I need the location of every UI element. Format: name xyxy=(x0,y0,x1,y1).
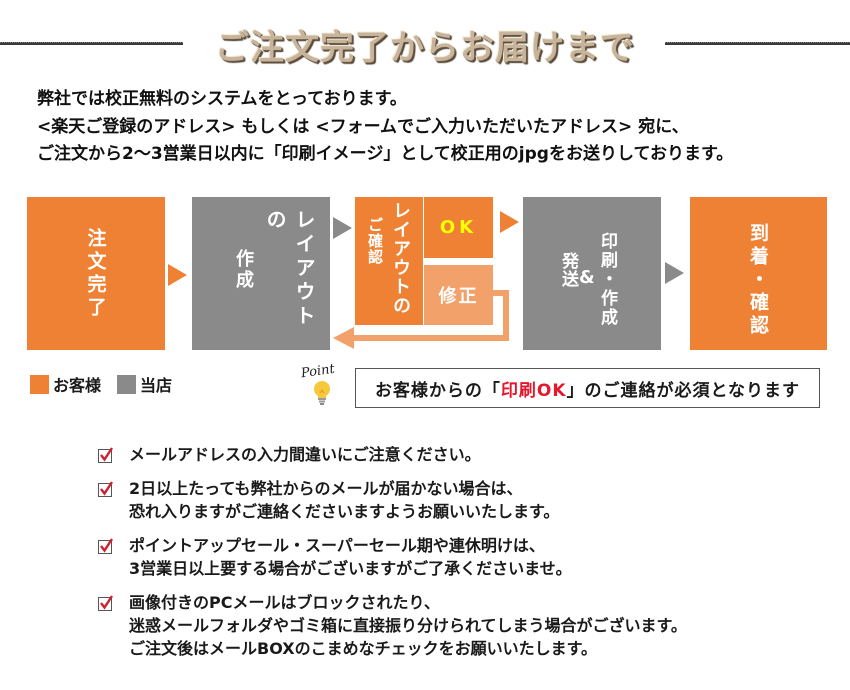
legend-swatch xyxy=(30,374,49,394)
point-badge: Point xyxy=(300,361,336,382)
legend-label: 当店 xyxy=(140,376,173,395)
arrow-right-icon xyxy=(500,211,519,233)
step-label-amp: & xyxy=(579,267,595,288)
legend-item-shop: 当店 xyxy=(117,372,172,396)
callout-text-before: お客様からの「 xyxy=(374,380,501,401)
checkbox-checked-icon xyxy=(98,481,114,497)
legend: お客様 当店 xyxy=(30,372,188,396)
arrow-right-icon xyxy=(665,262,684,284)
return-arrow-icon xyxy=(333,290,509,349)
callout-highlight: 印刷OK xyxy=(500,380,567,401)
checklist-line: 迷惑メールフォルダやゴミ箱に直接振り分けられてしまう場合がございます。 xyxy=(129,616,687,635)
checkbox-checked-icon xyxy=(98,538,114,554)
page-title: ご注文完了からお届けまで xyxy=(215,28,635,68)
checklist-line: ポイントアップセール・スーパーセール期や連休明けは、 xyxy=(129,536,545,555)
branch-revise-label: 修正 xyxy=(438,286,479,307)
step-label-col1: レイアウトの xyxy=(390,201,411,315)
step-order-complete: 注文完了 xyxy=(27,197,165,350)
step-print-ship: 印刷・作成 & 発送 xyxy=(523,197,661,350)
checklist-line: 画像付きのPCメールはブロックされたり、 xyxy=(129,593,440,612)
legend-swatch xyxy=(117,374,137,394)
legend-item-customer: お客様 xyxy=(30,372,101,396)
branch-ok: OK xyxy=(424,197,493,258)
checklist-line: 3営業日以上要する場合がございますがご了承くださいませ。 xyxy=(129,559,572,578)
callout-text-after: 」のご連絡が必須となります xyxy=(566,380,801,401)
checkbox-checked-icon xyxy=(98,447,114,463)
step-arrival: 到着・確認 xyxy=(690,197,827,350)
checklist-line: 2日以上たっても弊社からのメールが届かない場合は、 xyxy=(129,479,523,498)
step-layout-confirm: レイアウトの ご確認 xyxy=(355,197,423,325)
step-layout-creation: レイアウトの 作成 xyxy=(192,197,330,350)
point-callout: お客様からの「印刷OK」のご連絡が必須となります xyxy=(355,368,820,408)
title-divider-left xyxy=(0,42,183,45)
intro-line: 弊社では校正無料のシステムをとっております。 xyxy=(37,89,407,109)
checklist-item: 画像付きのPCメールはブロックされたり、 迷惑メールフォルダやゴミ箱に直接振り分… xyxy=(96,591,687,660)
intro-line: ご注文から2〜3営業日以内に「印刷イメージ」として校正用のjpgをお送りしており… xyxy=(37,144,734,164)
title-area: ご注文完了からお届けまで xyxy=(0,18,850,68)
legend-label: お客様 xyxy=(53,376,102,395)
step-label-col2: ご確認 xyxy=(366,217,384,265)
step-label: 到着・確認 xyxy=(747,223,769,338)
arrow-right-icon xyxy=(168,264,187,286)
step-label-col1: レイアウトの xyxy=(263,209,316,329)
arrow-right-icon xyxy=(333,217,352,239)
step-label: 注文完了 xyxy=(84,227,107,320)
checklist-line: メールアドレスの入力間違いにご注意ください。 xyxy=(129,445,481,464)
notice-checklist: メールアドレスの入力間違いにご注意ください。 2日以上たっても弊社からのメールが… xyxy=(96,443,687,671)
step-label-col1: 印刷・作成 xyxy=(597,232,617,327)
checklist-item: 2日以上たっても弊社からのメールが届かない場合は、 恐れ入りますがご連絡ください… xyxy=(96,477,687,523)
checklist-item: メールアドレスの入力間違いにご注意ください。 xyxy=(96,443,687,466)
branch-revise: 修正 xyxy=(424,265,493,325)
lightbulb-icon xyxy=(314,381,330,405)
intro-line: <楽天ご登録のアドレス> もしくは <フォームでご入力いただいたアドレス> 宛に… xyxy=(37,116,689,137)
checklist-line: 恐れ入りますがご連絡くださいますようお願いいたします。 xyxy=(129,502,560,521)
checklist-line: ご注文後はメールBOXのこまめなチェックをお願いいたします。 xyxy=(129,639,597,658)
branch-ok-label: OK xyxy=(439,217,478,238)
step-label-col2: 作成 xyxy=(233,249,254,291)
intro-text: 弊社では校正無料のシステムをとっております。 <楽天ご登録のアドレス> もしくは… xyxy=(37,86,733,169)
checkbox-checked-icon xyxy=(98,595,114,611)
title-divider-right xyxy=(665,42,850,45)
step-label-col2: 発送 xyxy=(558,252,578,288)
checklist-item: ポイントアップセール・スーパーセール期や連休明けは、 3営業日以上要する場合がご… xyxy=(96,534,687,580)
